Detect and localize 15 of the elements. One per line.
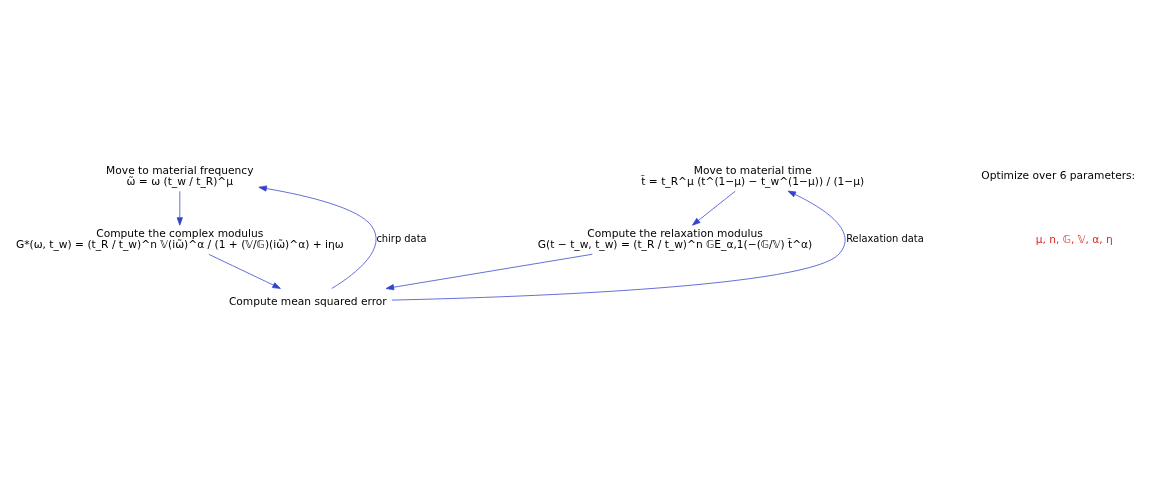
- node-text: Compute the relaxation modulus G(t − t_w, t_w) = (t_R / t_w)^n 𝔾E_α,1(−(𝔾/𝕍) t̃^α): [537, 226, 813, 251]
- arrow: [391, 190, 846, 300]
- edge-label: chirp data: [376, 232, 427, 244]
- arrow: [385, 253, 593, 290]
- arrow: [692, 190, 736, 226]
- node-text: Compute the complex modulus G*(ω, t_w) = (t_R / t_w)^n 𝕍(iω̃)^α / (1 + (𝕍/𝔾)(iω̃)^α) + iηω: [15, 226, 344, 251]
- edge-label: Relaxation data: [846, 232, 924, 244]
- arrow: [176, 190, 183, 226]
- node-text: Move to material frequency ω̃ = ω (t_w / t_R)^μ: [106, 163, 254, 188]
- node-text: Move to material time t̃ = t_R^μ (t^(1−μ) − t_w^(1−μ)) / (1−μ): [641, 163, 865, 188]
- label: Optimize over 6 parameters:: [981, 168, 1136, 182]
- arrow: [258, 185, 377, 289]
- arrow: [208, 253, 281, 289]
- node-text: Compute mean squared error: [228, 294, 387, 308]
- label: μ, n, 𝔾, 𝕍, α, η: [1035, 232, 1113, 246]
